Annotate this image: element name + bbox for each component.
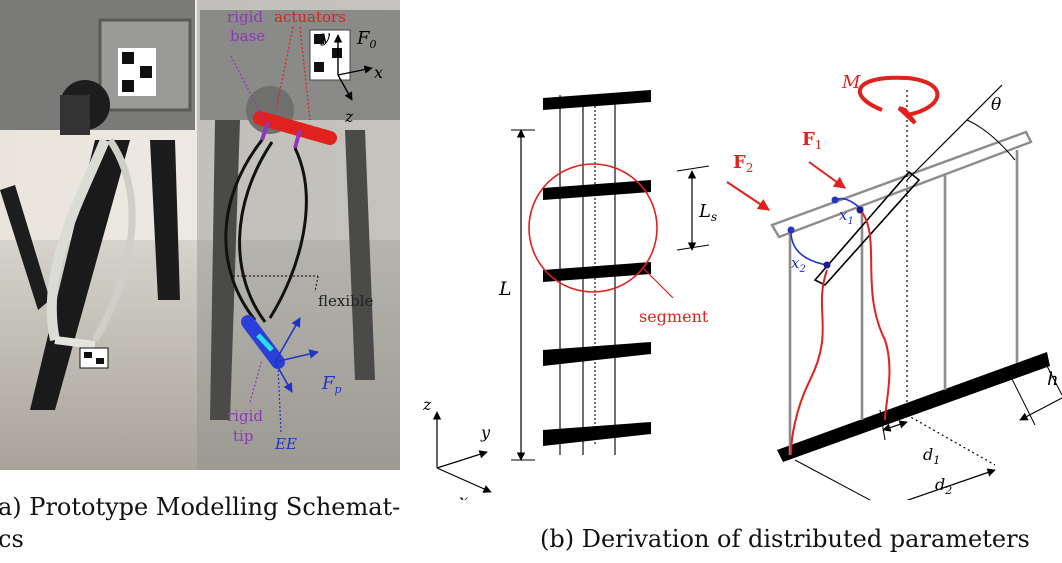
plate-5 bbox=[543, 422, 651, 446]
diagram-drawing: L Ls segment z y x θ M F1 F2 x1 bbox=[422, 72, 1062, 510]
frame0-label: F0 bbox=[356, 28, 377, 51]
ee-label: EE bbox=[274, 435, 297, 453]
base-bar bbox=[777, 352, 1050, 462]
segment-label: segment bbox=[639, 307, 709, 326]
caption-a-line1: a) Prototype Modelling Schemat- bbox=[0, 493, 401, 521]
tendon-2 bbox=[790, 269, 828, 455]
h-dimension bbox=[1019, 397, 1062, 421]
flexible-label: flexible bbox=[318, 292, 374, 310]
axis-y-label: y bbox=[480, 423, 491, 442]
x2-arc bbox=[790, 229, 828, 266]
F1-label: F1 bbox=[802, 129, 822, 152]
tilt-line bbox=[906, 84, 1003, 181]
plate-1 bbox=[543, 90, 651, 110]
segment-leader bbox=[642, 267, 674, 299]
M-label: M bbox=[841, 72, 861, 93]
plate-2 bbox=[543, 180, 651, 200]
top-plate bbox=[770, 130, 1033, 239]
x1-label: x1 bbox=[839, 206, 854, 227]
prototype-photo: rigid base actuators y x z F0 flexible F… bbox=[0, 0, 400, 470]
theta-label: θ bbox=[991, 95, 1001, 115]
d2-label: d2 bbox=[935, 475, 952, 497]
f0-z-label: z bbox=[344, 107, 354, 126]
axes bbox=[432, 411, 492, 493]
gray-rods bbox=[788, 150, 1019, 455]
framep-label: Fp bbox=[321, 373, 342, 396]
axis-z-label: z bbox=[422, 395, 432, 414]
d1-dimension bbox=[882, 420, 908, 432]
moment-arrow bbox=[858, 75, 940, 117]
rigid-base-label-2: base bbox=[230, 27, 265, 45]
rigid-base-label-1: rigid bbox=[227, 8, 263, 26]
bottom-dotted bbox=[906, 414, 996, 466]
tendon-1 bbox=[861, 211, 891, 421]
axis-x-label: x bbox=[459, 491, 468, 500]
F2-arrow bbox=[726, 181, 770, 211]
tilted-plate bbox=[813, 170, 921, 286]
actuators-label: actuators bbox=[274, 8, 346, 26]
rigid-tip-label-2: tip bbox=[233, 427, 253, 445]
flexible-curve-1 bbox=[224, 139, 264, 321]
x2-label: x2 bbox=[791, 254, 806, 275]
tower-plates bbox=[543, 90, 651, 446]
rigid-tip-label-1: rigid bbox=[227, 407, 263, 425]
d1-label: d1 bbox=[923, 445, 940, 467]
Ls-label: Ls bbox=[698, 201, 717, 224]
plate-4 bbox=[543, 342, 651, 366]
caption-b: (b) Derivation of distributed parameters bbox=[540, 525, 1030, 553]
F1-arrow bbox=[808, 161, 846, 189]
f0-x-label: x bbox=[374, 63, 383, 82]
L-label: L bbox=[498, 278, 512, 300]
h-label: h bbox=[1047, 369, 1059, 390]
caption-a-line2: cs bbox=[0, 525, 24, 553]
prototype-photo-drawing: rigid base actuators y x z F0 flexible F… bbox=[0, 0, 400, 470]
segment-circle bbox=[528, 163, 658, 293]
distributed-parameters-diagram: L Ls segment z y x θ M F1 F2 x1 bbox=[415, 60, 1062, 510]
f0-y-label: y bbox=[320, 27, 331, 46]
theta-arc bbox=[966, 119, 1016, 161]
plate-3 bbox=[543, 262, 651, 282]
F2-label: F2 bbox=[733, 152, 753, 175]
actuator-bar bbox=[253, 111, 337, 145]
